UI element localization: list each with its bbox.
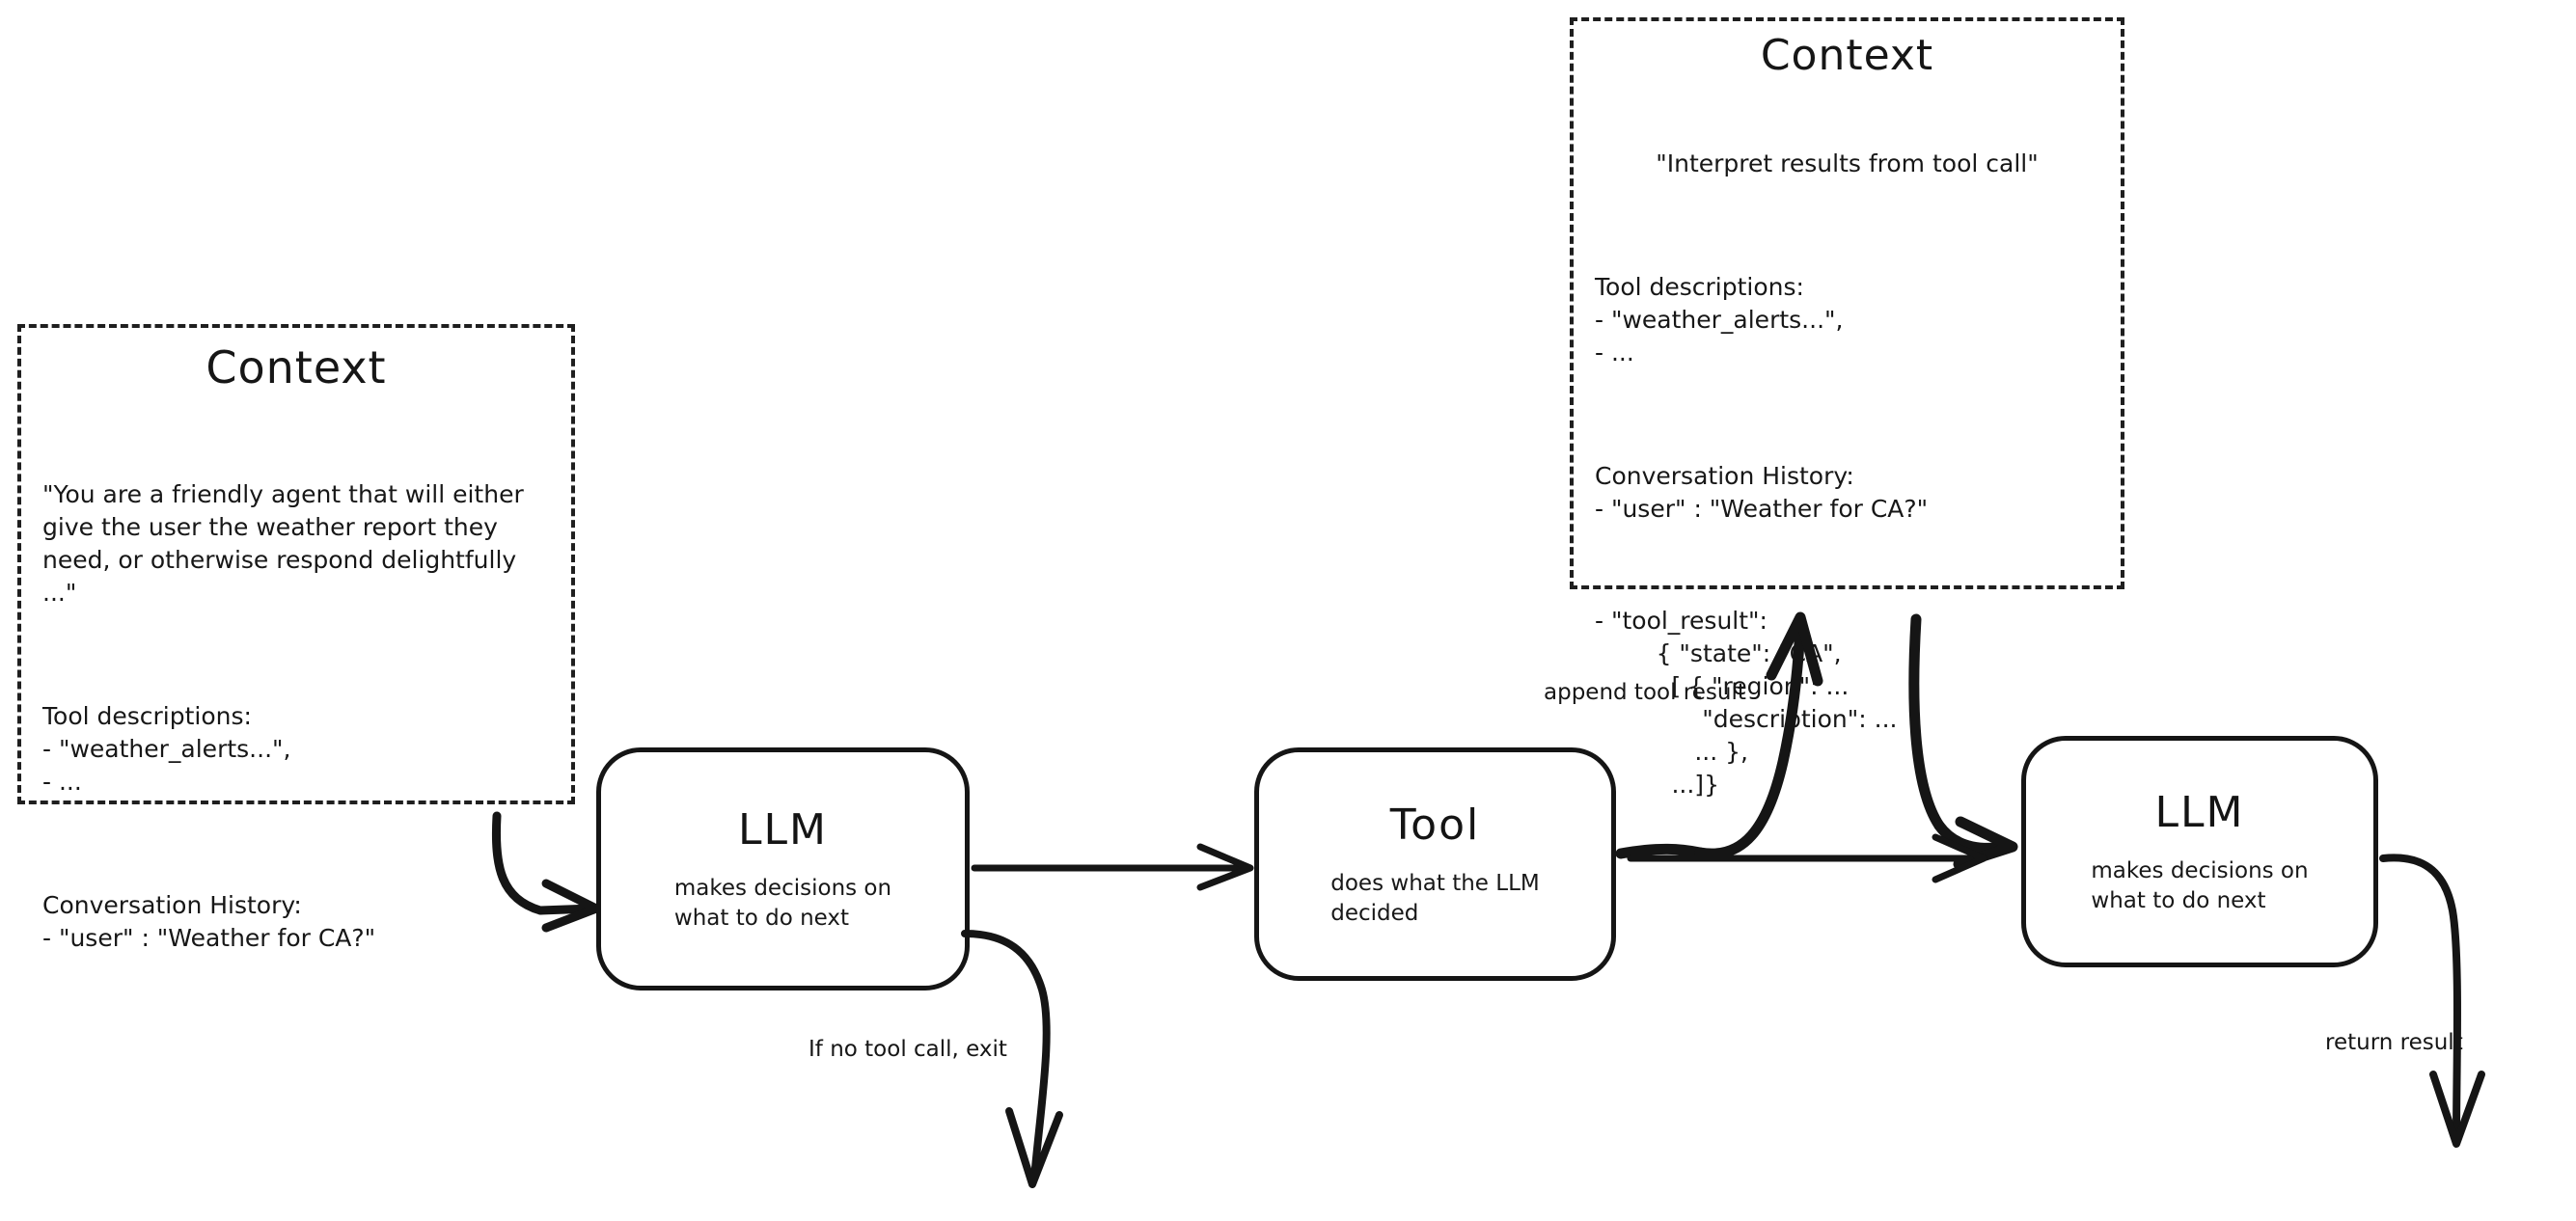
edge-label-append-tool-result: append tool result [1544, 680, 1746, 705]
context-left-title: Context [206, 341, 387, 393]
node-llm-first-subtitle: makes decisions on what to do next [673, 876, 892, 931]
context-left-tool-descriptions: Tool descriptions: - "weather_alerts..."… [42, 702, 291, 796]
context-left-body: "You are a friendly agent that will eith… [21, 393, 571, 1020]
node-tool-title: Tool [1389, 800, 1481, 851]
context-box-left: Context "You are a friendly agent that w… [17, 324, 575, 952]
node-llm-second-title: LLM [2154, 788, 2245, 838]
node-llm-first[interactable]: LLM makes decisions on what to do next [596, 747, 970, 990]
arrow-llm2-return [2379, 854, 2485, 1148]
context-right-conversation-history: Conversation History: - "user" : "Weathe… [1595, 462, 1929, 523]
node-tool-subtitle: does what the LLM decided [1330, 871, 1540, 926]
node-tool[interactable]: Tool does what the LLM decided [1254, 747, 1616, 981]
edge-label-return-result: return result [2325, 1030, 2463, 1055]
context-box-right: Context "Interpret results from tool cal… [1570, 17, 2124, 799]
context-right-tool-descriptions: Tool descriptions: - "weather_alerts..."… [1595, 273, 1844, 366]
arrow-llm1-to-tool [971, 843, 1254, 891]
node-llm-second-subtitle: makes decisions on what to do next [2091, 858, 2309, 913]
context-right-title: Context [1760, 31, 1934, 80]
context-left-system-prompt: "You are a friendly agent that will eith… [42, 480, 532, 607]
context-right-system-prompt: "Interpret results from tool call" [1656, 149, 2039, 177]
node-llm-second[interactable]: LLM makes decisions on what to do next [2021, 736, 2378, 967]
edge-label-if-no-tool-call-exit: If no tool call, exit [808, 1037, 1007, 1062]
context-left-conversation-history: Conversation History: - "user" : "Weathe… [42, 891, 376, 952]
node-llm-first-title: LLM [738, 805, 828, 855]
